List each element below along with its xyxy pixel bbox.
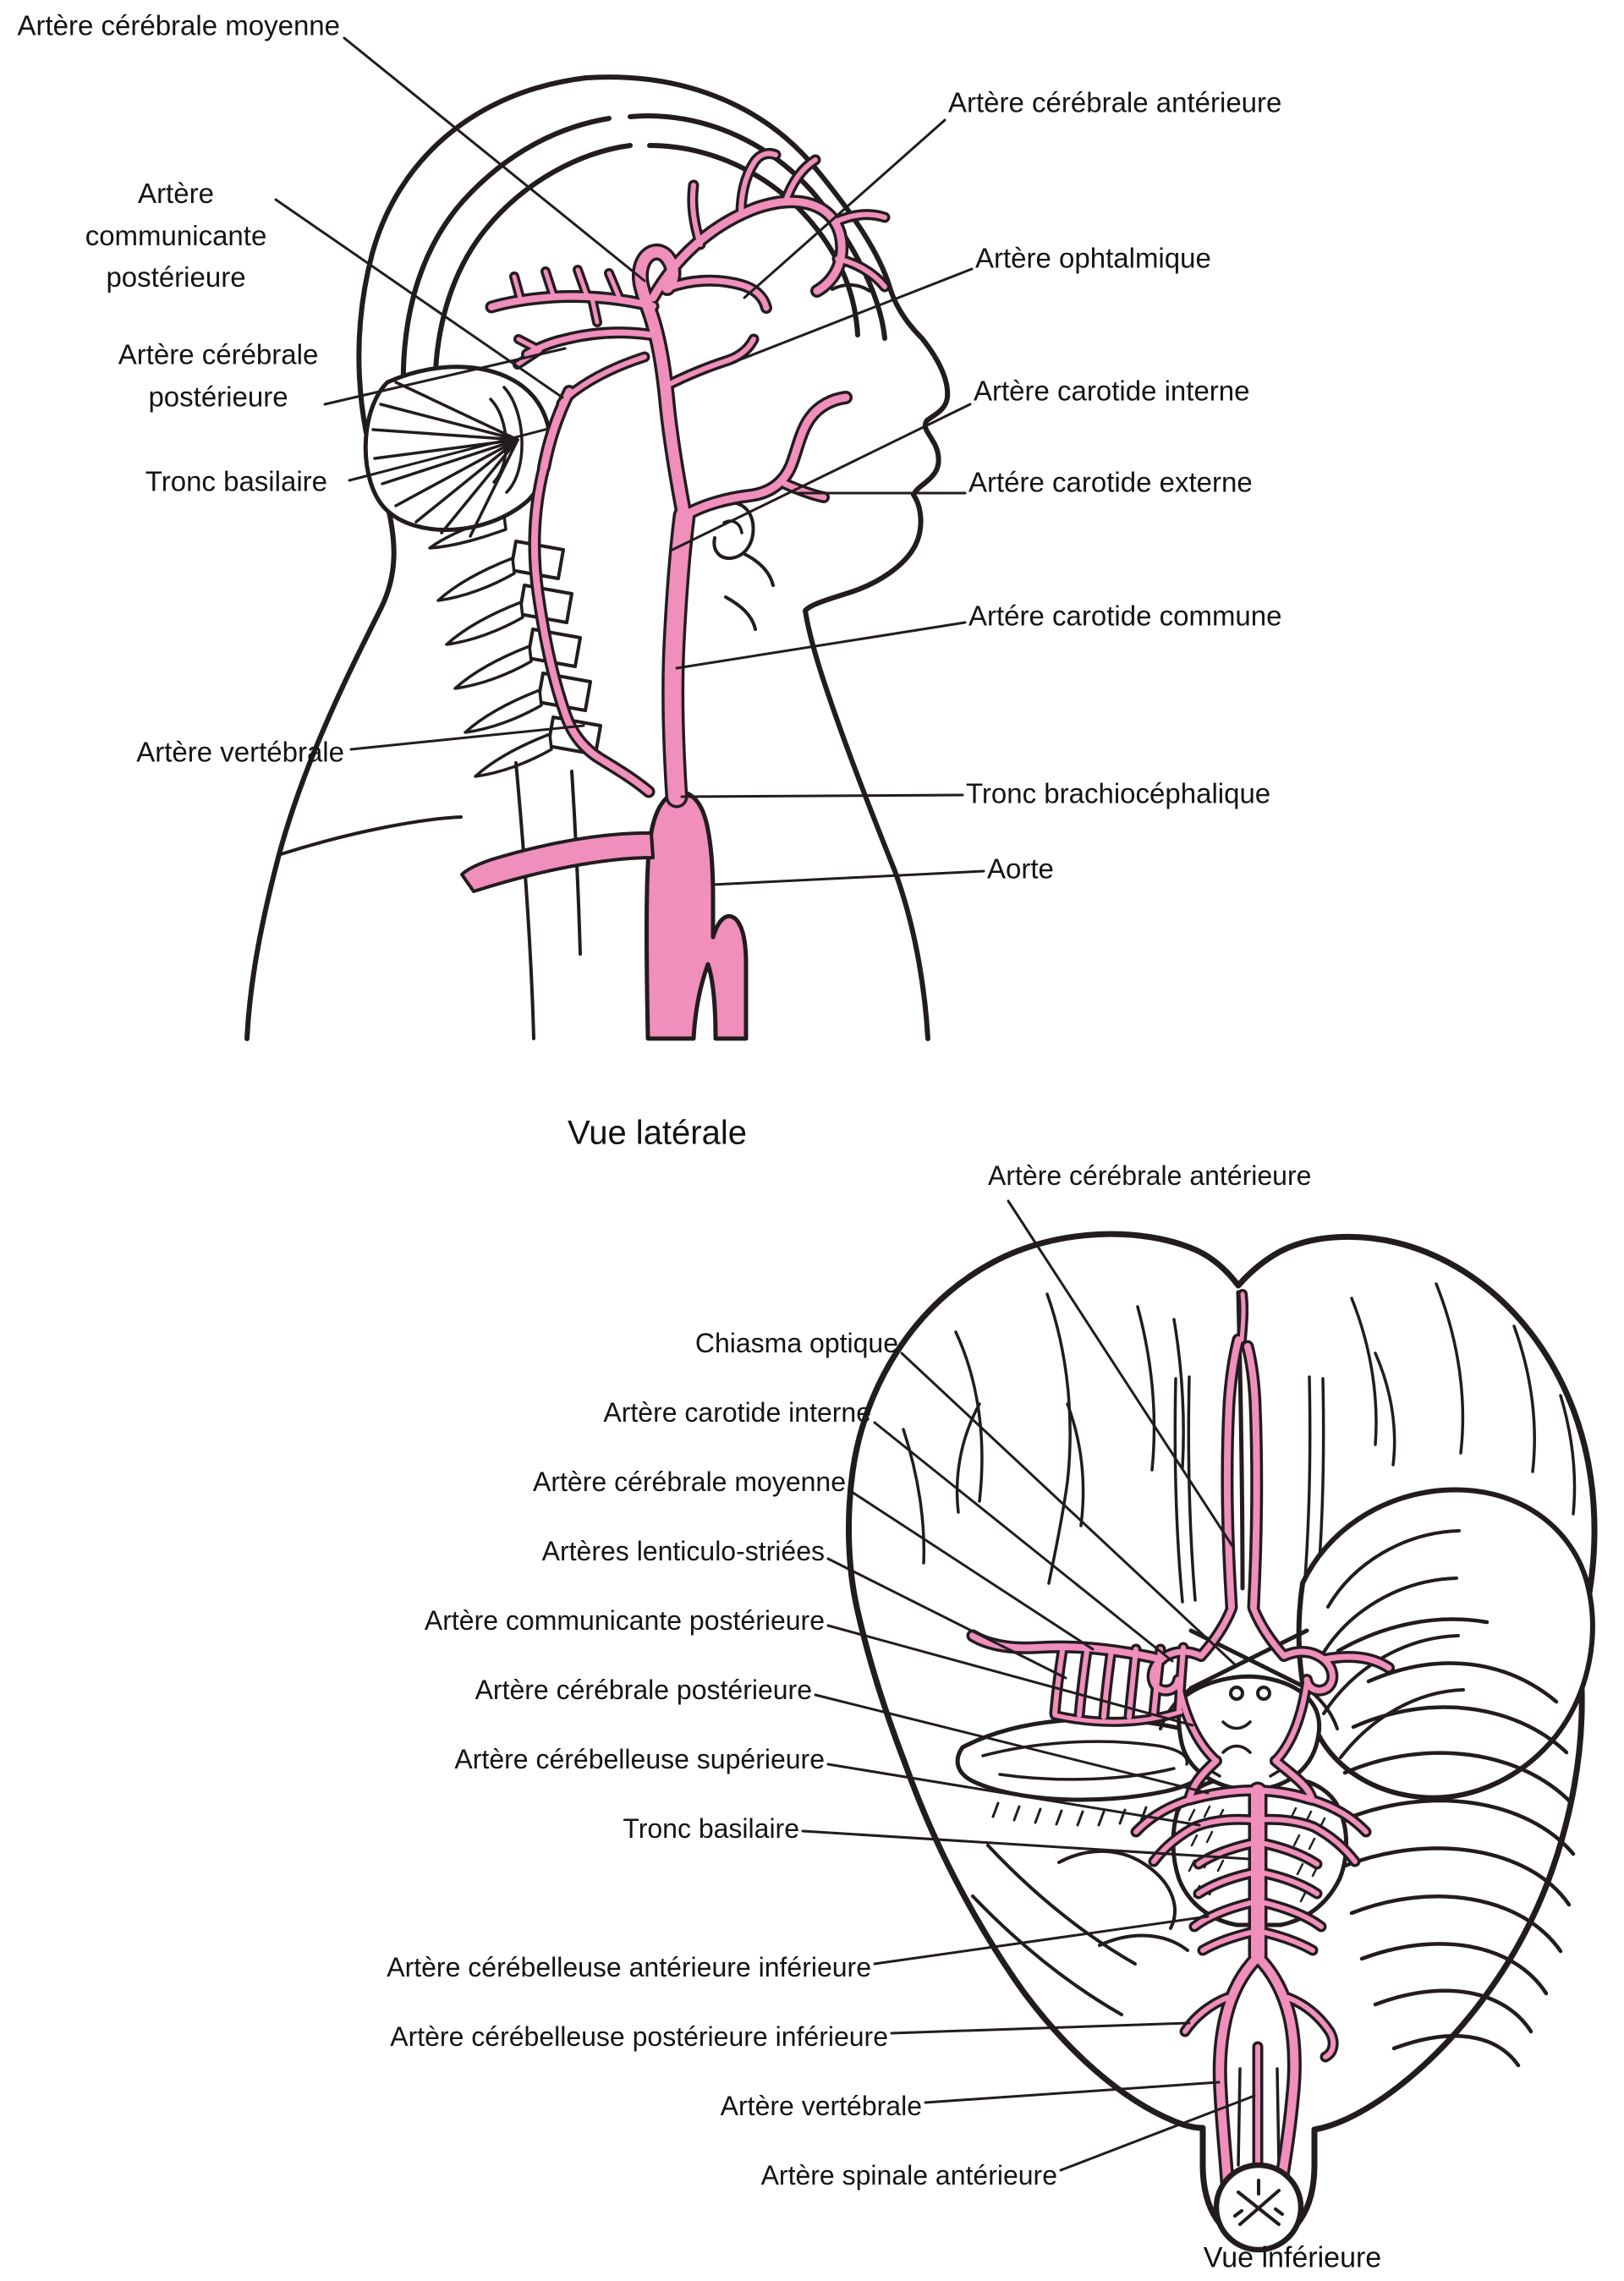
- leader-line-bavert: [924, 2081, 1221, 2104]
- cerebellum-folia: [1336, 1617, 1576, 2068]
- leader-line-bacant: [1007, 1199, 1234, 1548]
- leader-line-accom: [675, 621, 967, 670]
- leader-line-chiasma: [900, 1352, 1238, 1668]
- leader-line-baspin: [1059, 2094, 1256, 2172]
- cerebellum-fan: [363, 365, 553, 538]
- leader-line-acint: [671, 403, 972, 551]
- lateral-view-illustration: [244, 74, 951, 1041]
- leader-line-btbas: [801, 1829, 1251, 1861]
- leader-line-bacomp: [826, 1624, 1194, 1727]
- leader-line-acant: [743, 118, 946, 299]
- aorta-shape: [460, 790, 749, 1041]
- leader-line-bacpost: [814, 1693, 1210, 1795]
- leader-lines: [274, 36, 1256, 2172]
- head-profile-outline: [244, 74, 951, 1041]
- leader-line-bacint: [873, 1421, 1174, 1663]
- leader-line-tbrach: [680, 793, 964, 798]
- spinal-cord-section: [1213, 2162, 1304, 2253]
- leader-line-aorte: [710, 869, 985, 886]
- leader-line-acomp: [274, 198, 564, 399]
- leader-line-bacmoy: [848, 1489, 1095, 1651]
- leader-line-acm: [343, 36, 646, 282]
- leader-line-alent: [826, 1557, 1067, 1680]
- circle-of-willis-pink: [969, 1291, 1392, 2198]
- leader-line-acsup: [826, 1763, 1201, 1827]
- leader-line-acai: [873, 1915, 1210, 1966]
- leader-line-acpost: [323, 347, 567, 406]
- leader-line-tbas: [348, 427, 550, 482]
- leader-line-avert: [349, 724, 585, 751]
- leader-line-acpi: [890, 2021, 1191, 2035]
- ear-and-throat-lines: [712, 501, 775, 631]
- inferior-view-illustration: [845, 1231, 1598, 2253]
- artery-tree-pink: [488, 151, 887, 805]
- leader-line-aopht: [732, 267, 974, 364]
- cervical-spine: [279, 514, 602, 1040]
